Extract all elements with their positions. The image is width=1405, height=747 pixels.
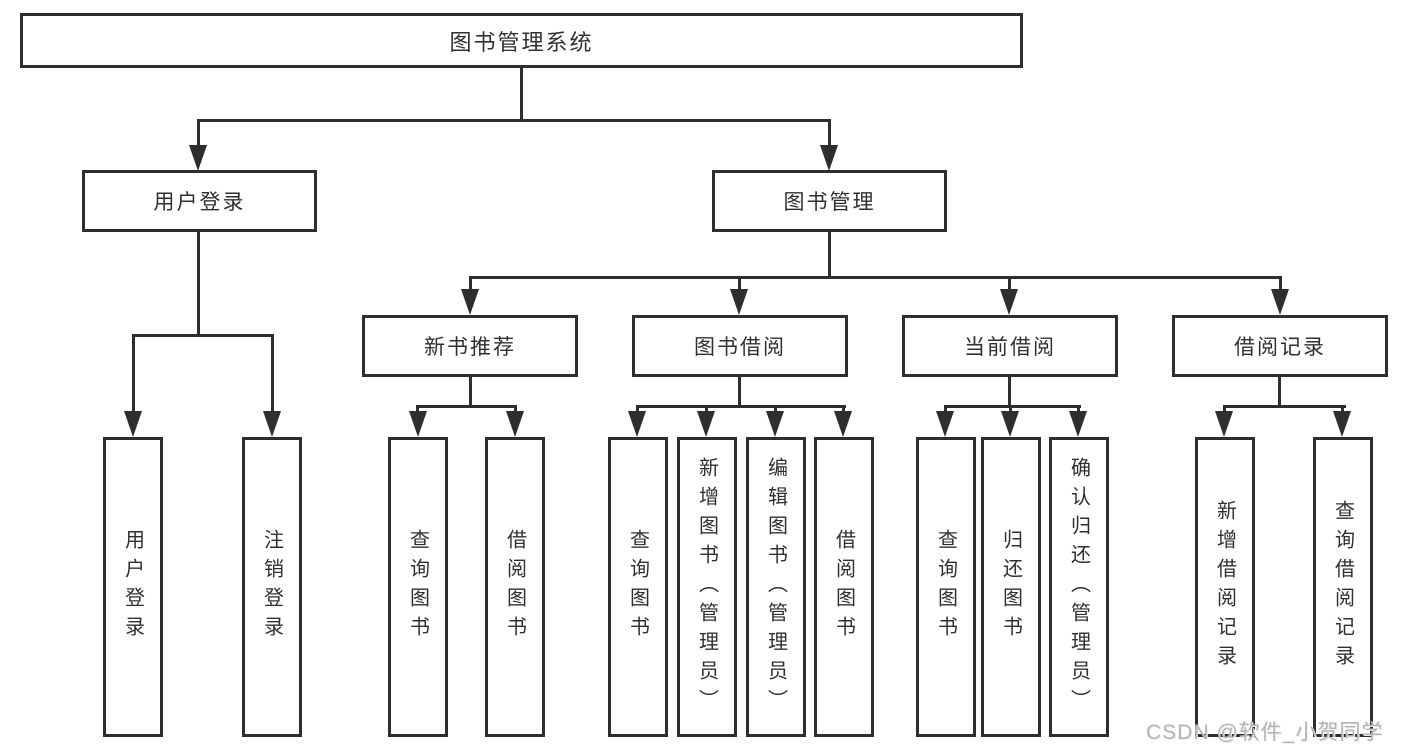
leaf-borrow-books-borrowing: 借阅图书: [814, 437, 874, 737]
arrow-newrec-leaf2-icon: [506, 411, 524, 437]
connector-curborrow-stem: [1008, 377, 1011, 407]
connector-bb-leaf1-drop: [636, 405, 639, 413]
connector-login-leaf-drop: [132, 334, 135, 412]
node-book-management: 图书管理: [712, 170, 947, 232]
connector-cb-leaf3-drop: [1077, 405, 1080, 413]
leaf-logout: 注销登录: [242, 437, 302, 737]
connector-newrec-leaf2-drop: [514, 405, 517, 413]
node-library-management-system-label: 图书管理系统: [449, 29, 594, 55]
arrow-curborrow-icon: [1000, 289, 1018, 315]
arrow-cb-leaf1-icon: [936, 411, 954, 437]
node-new-book-recommend: 新书推荐: [362, 315, 578, 377]
leaf-confirm-return-admin-label: 确认归还（管理员）: [1067, 456, 1090, 718]
arrow-bb-leaf2-icon: [697, 411, 715, 437]
connector-userlogin-rail: [132, 334, 274, 337]
arrow-cb-leaf3-icon: [1069, 411, 1087, 437]
arrow-newrec-leaf1-icon: [409, 411, 427, 437]
leaf-edit-books-admin-label: 编辑图书（管理员）: [764, 456, 787, 718]
connector-curborrow-drop: [1008, 276, 1011, 291]
connector-root-stem: [520, 68, 523, 121]
connector-cb-leaf2-drop: [1009, 405, 1012, 413]
connector-bookborrow-stem: [738, 377, 741, 407]
leaf-borrow-books-borrowing-label: 借阅图书: [832, 529, 855, 645]
arrow-bb-leaf4-icon: [834, 411, 852, 437]
leaf-query-books-borrowing-label: 查询图书: [626, 529, 649, 645]
leaf-user-login-label: 用户登录: [121, 529, 144, 645]
arrow-user-login-icon: [189, 145, 207, 171]
watermark: CSDN @软件_小贺同学: [1146, 721, 1384, 744]
leaf-query-books-recommend-label: 查询图书: [406, 529, 429, 645]
leaf-add-books-admin: 新增图书（管理员）: [677, 437, 737, 737]
node-current-borrowing-label: 当前借阅: [964, 336, 1056, 359]
connector-logout-leaf-drop: [271, 334, 274, 412]
node-book-borrowing: 图书借阅: [632, 315, 848, 377]
connector-records-stem: [1278, 377, 1281, 407]
connector-bb-leaf4-drop: [842, 405, 845, 413]
node-book-management-label: 图书管理: [783, 191, 876, 214]
arrow-book-mgmt-icon: [820, 145, 838, 171]
leaf-return-books: 归还图书: [981, 437, 1041, 737]
leaf-borrow-books-recommend: 借阅图书: [485, 437, 545, 737]
connector-br-leaf1-drop: [1223, 405, 1226, 413]
leaf-edit-books-admin: 编辑图书（管理员）: [746, 437, 806, 737]
arrow-newrec-icon: [461, 289, 479, 315]
arrow-br-leaf2-icon: [1333, 411, 1351, 437]
leaf-logout-label: 注销登录: [260, 529, 283, 645]
connector-newrec-stem: [469, 377, 472, 407]
connector-newrec-rail: [416, 405, 517, 408]
arrow-logout-leaf-icon: [263, 411, 281, 437]
connector-bookborrow-drop: [738, 276, 741, 291]
node-borrowing-records-label: 借阅记录: [1234, 336, 1326, 359]
leaf-query-books-current: 查询图书: [916, 437, 976, 737]
node-current-borrowing: 当前借阅: [902, 315, 1118, 377]
connector-curborrow-rail: [944, 405, 1081, 408]
leaf-query-borrow-record: 查询借阅记录: [1313, 437, 1373, 737]
node-user-login-label: 用户登录: [153, 191, 246, 214]
connector-userlogin-stem: [197, 232, 200, 336]
connector-records-drop: [1279, 276, 1282, 291]
connector-user-login-drop: [197, 119, 200, 147]
node-borrowing-records: 借阅记录: [1172, 315, 1388, 377]
connector-book-mgmt-drop: [828, 119, 831, 147]
leaf-query-books-borrowing: 查询图书: [608, 437, 668, 737]
connector-records-rail: [1223, 405, 1346, 408]
connector-bookborrow-rail: [636, 405, 846, 408]
leaf-query-books-current-label: 查询图书: [934, 529, 957, 645]
leaf-add-borrow-record: 新增借阅记录: [1195, 437, 1255, 737]
leaf-borrow-books-recommend-label: 借阅图书: [503, 529, 526, 645]
leaf-return-books-label: 归还图书: [999, 529, 1022, 645]
node-book-borrowing-label: 图书借阅: [694, 336, 786, 359]
connector-root-rail: [197, 119, 831, 122]
arrow-bb-leaf3-icon: [766, 411, 784, 437]
arrow-br-leaf1-icon: [1215, 411, 1233, 437]
connector-bookmgmt-stem: [828, 232, 831, 278]
arrow-records-icon: [1271, 289, 1289, 315]
connector-bookmgmt-rail: [469, 276, 1282, 279]
leaf-user-login: 用户登录: [103, 437, 163, 737]
arrow-bb-leaf1-icon: [628, 411, 646, 437]
connector-bb-leaf2-drop: [705, 405, 708, 413]
arrow-login-leaf-icon: [124, 411, 142, 437]
leaf-confirm-return-admin: 确认归还（管理员）: [1049, 437, 1109, 737]
node-user-login: 用户登录: [82, 170, 317, 232]
connector-bb-leaf3-drop: [774, 405, 777, 413]
leaf-query-borrow-record-label: 查询借阅记录: [1331, 500, 1354, 674]
node-library-management-system: 图书管理系统: [20, 13, 1023, 68]
leaf-add-books-admin-label: 新增图书（管理员）: [695, 456, 718, 718]
connector-newrec-leaf1-drop: [416, 405, 419, 413]
connector-cb-leaf1-drop: [944, 405, 947, 413]
connector-newrec-drop: [469, 276, 472, 291]
leaf-query-books-recommend: 查询图书: [388, 437, 448, 737]
connector-br-leaf2-drop: [1341, 405, 1344, 413]
node-new-book-recommend-label: 新书推荐: [424, 336, 516, 359]
leaf-add-borrow-record-label: 新增借阅记录: [1213, 500, 1236, 674]
arrow-cb-leaf2-icon: [1001, 411, 1019, 437]
arrow-bookborrow-icon: [730, 289, 748, 315]
